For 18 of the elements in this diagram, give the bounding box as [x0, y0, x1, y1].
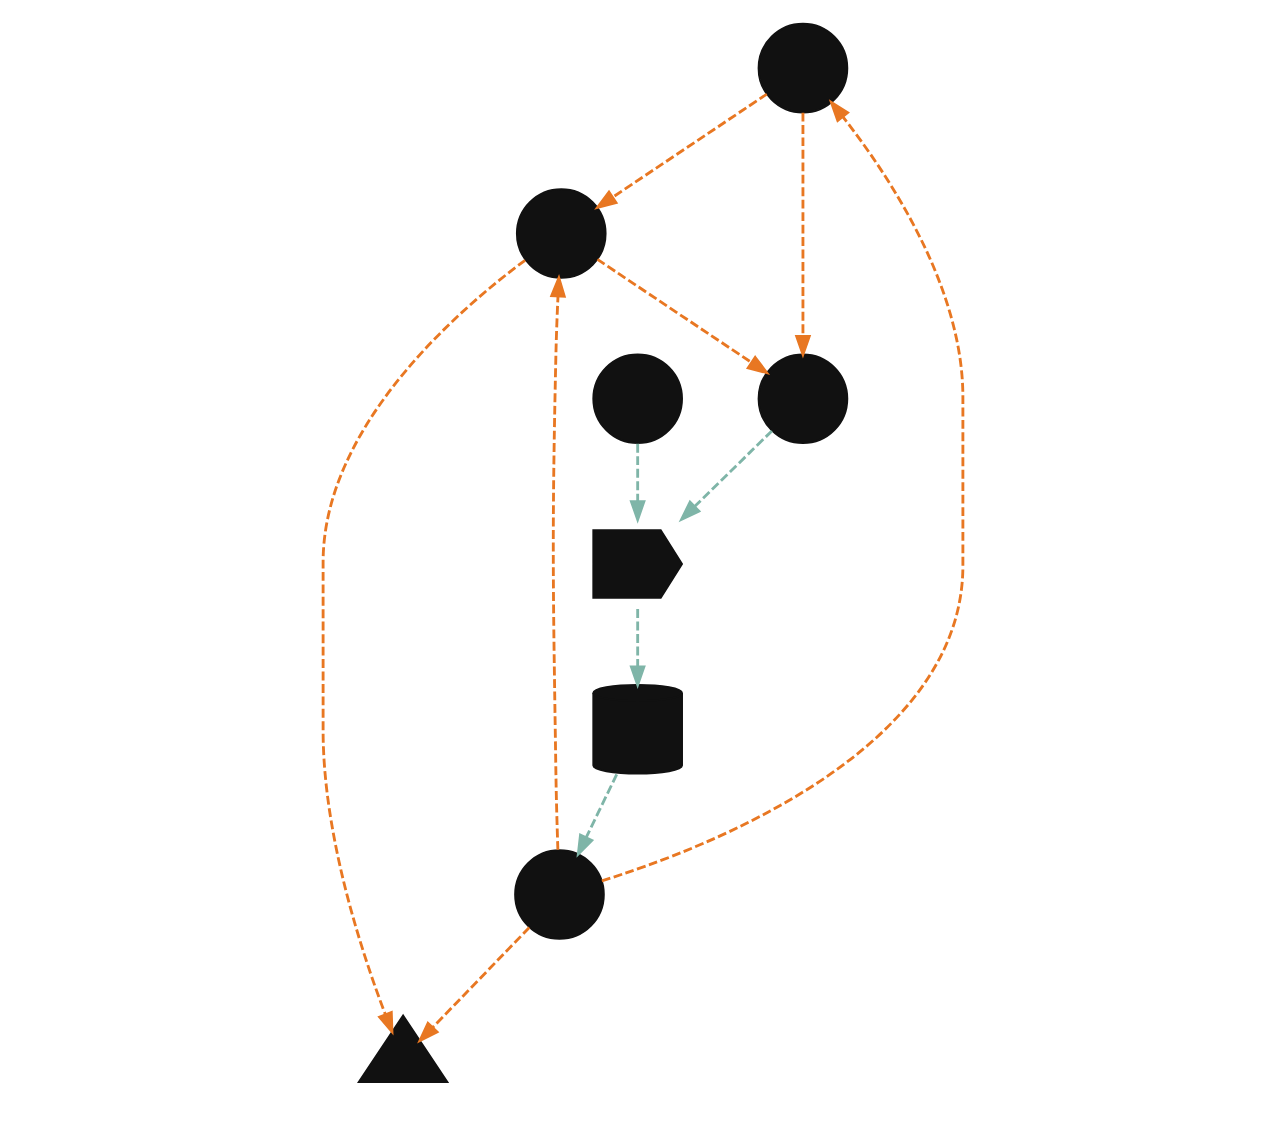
node-person [757, 353, 849, 445]
node-person [592, 353, 683, 445]
arrow [629, 443, 646, 524]
arrow [576, 773, 618, 858]
arrow [417, 926, 531, 1044]
arrow [629, 609, 646, 689]
arrow [678, 429, 773, 523]
node-path [592, 529, 684, 599]
arrow [549, 273, 567, 850]
node-person [757, 22, 849, 114]
node-tree [357, 1013, 450, 1083]
arrow [594, 92, 768, 210]
node-leaf [514, 849, 605, 940]
node-person [515, 188, 607, 279]
arrow [596, 258, 771, 375]
arrow [321, 259, 526, 1036]
arrow [601, 99, 965, 883]
arrow [794, 112, 812, 359]
